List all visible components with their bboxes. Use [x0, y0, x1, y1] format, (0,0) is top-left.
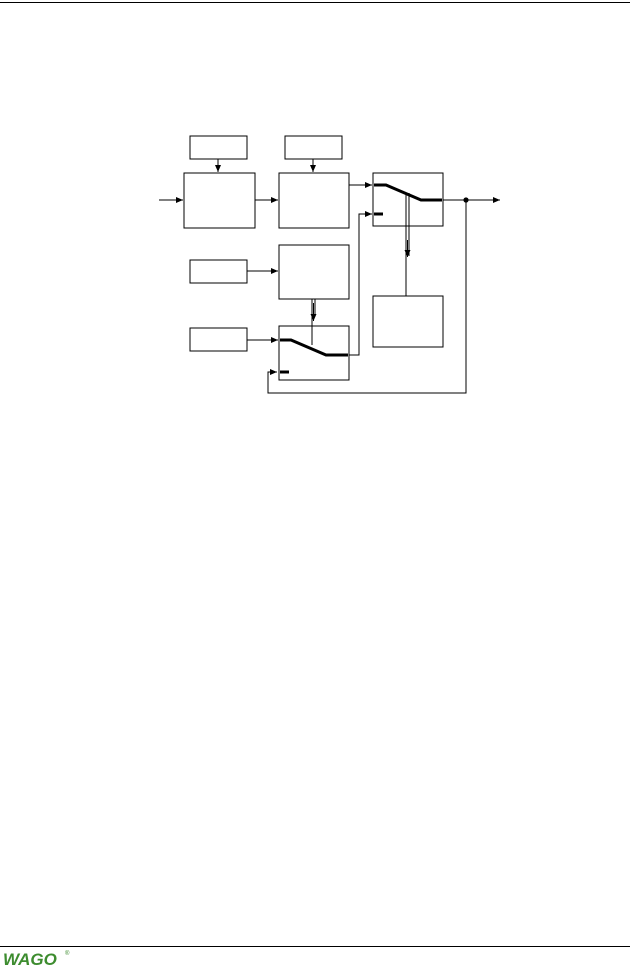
- logo-text: WAGO: [3, 950, 57, 969]
- switch-top-lever: [374, 183, 442, 202]
- feedback-line: [267, 200, 467, 394]
- logo-registered-mark: ®: [65, 950, 70, 957]
- left-small-box-lower: [189, 327, 248, 352]
- left-small-box-middle: [189, 259, 248, 284]
- main-block-1: [183, 172, 256, 229]
- switch-block-top: [372, 172, 444, 227]
- right-block: [372, 295, 444, 348]
- top-middle-small-box: [284, 135, 343, 160]
- header-rule: [0, 2, 630, 3]
- top-left-small-box: [189, 135, 248, 160]
- footer-rule: [0, 946, 630, 947]
- wago-logo: WAGO ®: [3, 950, 70, 969]
- middle-block: [278, 244, 350, 300]
- switch-block-bottom: [278, 325, 350, 381]
- switch-bottom-lever: [280, 338, 348, 357]
- main-block-2: [278, 172, 350, 229]
- line-bottom-switch-to-top-switch: [349, 211, 372, 356]
